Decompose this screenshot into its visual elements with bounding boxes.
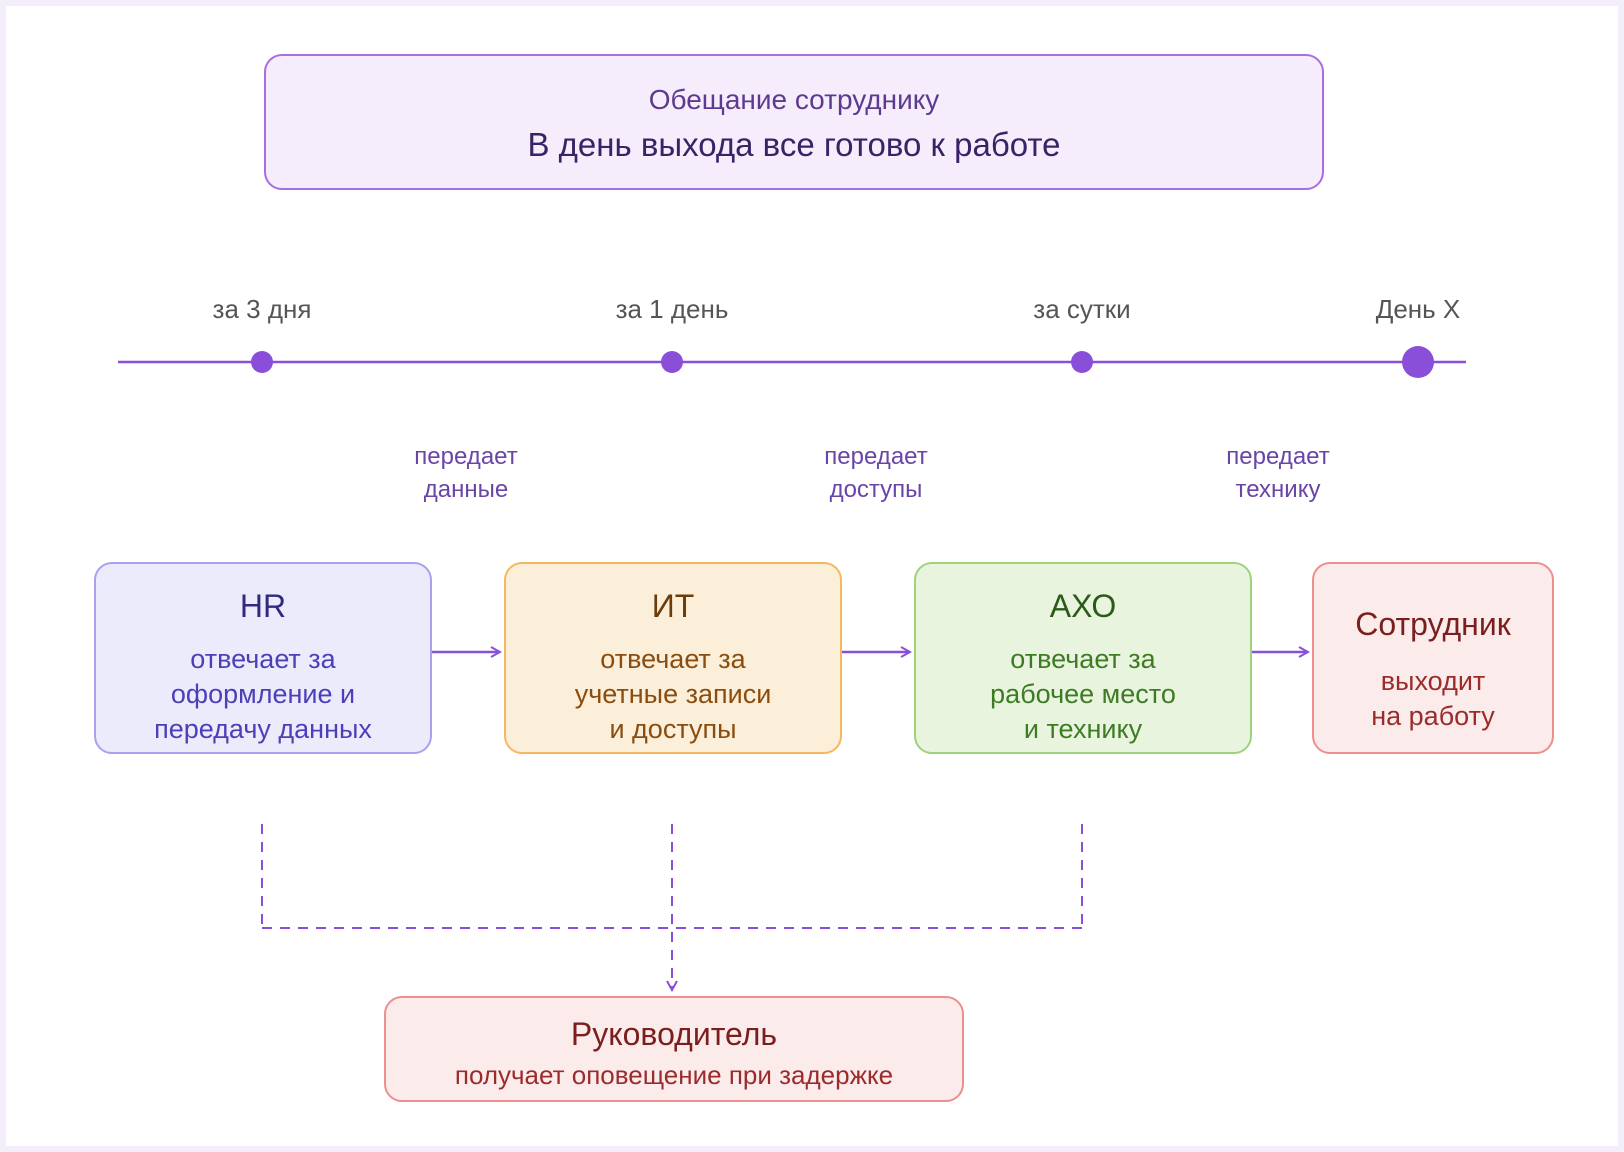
box-it: ИТ отвечает за учетные записи и доступы: [504, 562, 842, 754]
box-hr-title: HR: [239, 588, 287, 624]
timeline-label-2: за 1 день: [615, 294, 729, 324]
box-axo-desc: отвечает за рабочее место и технику: [990, 644, 1176, 744]
timeline-label-3: за сутки: [1033, 294, 1131, 324]
manager-title: Руководитель: [570, 1016, 778, 1052]
timeline-dot-1: [251, 351, 273, 373]
escalation-lines: [261, 824, 1083, 990]
handoff-label-equipment: передает технику: [1226, 443, 1330, 503]
diagram-canvas: Обещание сотруднику В день выхода все го…: [6, 6, 1618, 1146]
promise-text: В день выхода все готово к работе: [527, 126, 1061, 163]
box-hr: HR отвечает за оформление и передачу дан…: [94, 562, 432, 754]
diagram-connectors: [118, 346, 1466, 1146]
timeline-dot-2: [661, 351, 683, 373]
box-hr-desc: отвечает за оформление и передачу данных: [154, 644, 372, 744]
promise-box: Обещание сотруднику В день выхода все го…: [264, 54, 1324, 190]
box-it-title: ИТ: [651, 588, 695, 624]
manager-desc: получает оповещение при задержке: [454, 1060, 894, 1090]
timeline-dot-3: [1071, 351, 1093, 373]
box-axo-title: АХО: [1049, 588, 1117, 624]
handoff-label-access: передает доступы: [824, 443, 928, 503]
box-manager: Руководитель получает оповещение при зад…: [384, 996, 964, 1102]
timeline-label-final: День Х: [1375, 294, 1461, 324]
box-employee-desc: выходит на работу: [1371, 666, 1495, 731]
box-it-desc: отвечает за учетные записи и доступы: [574, 644, 772, 744]
box-employee: Сотрудник выходит на работу: [1312, 562, 1554, 754]
box-axo: АХО отвечает за рабочее место и технику: [914, 562, 1252, 754]
timeline-dot-final: [1402, 346, 1434, 378]
timeline-label-1: за 3 дня: [212, 294, 312, 324]
handoff-label-data: передает данные: [414, 443, 518, 503]
box-employee-title: Сотрудник: [1355, 606, 1511, 642]
promise-label: Обещание сотруднику: [648, 84, 940, 115]
